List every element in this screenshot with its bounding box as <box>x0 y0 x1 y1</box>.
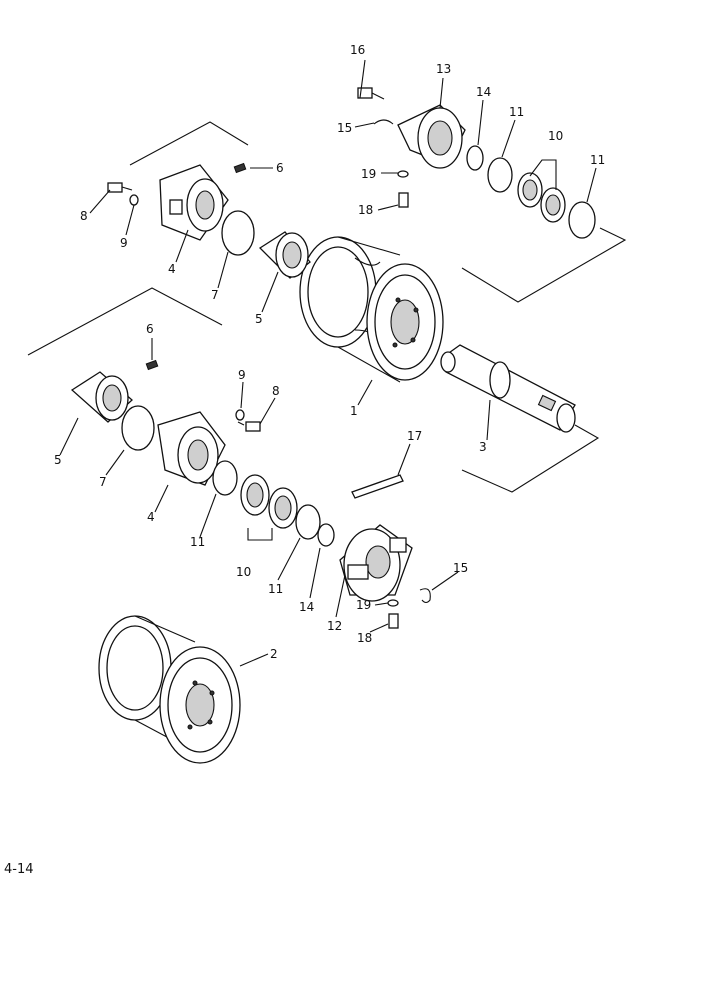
callout-11-lower-a: 11 <box>190 535 205 549</box>
callout-14-lower: 14 <box>299 600 314 614</box>
part-13-cover-upper <box>397 104 466 169</box>
part-19-washer-upper <box>397 170 409 178</box>
part-10-seal-upper <box>517 172 566 223</box>
part-16-bolt-upper <box>357 87 385 100</box>
callout-9-upper: 9 <box>120 236 128 250</box>
callout-8-lower: 8 <box>272 384 280 398</box>
callout-14-upper: 14 <box>476 85 491 99</box>
part-1-roller <box>299 236 444 383</box>
callout-6-lower: 6 <box>146 322 154 336</box>
part-11-ring-lower-a <box>212 460 238 496</box>
part-12-cover-lower <box>339 524 413 602</box>
part-10-seal-lower <box>240 474 298 529</box>
part-6-pin-upper <box>233 162 247 174</box>
part-11-ring-upper-a <box>487 157 513 193</box>
callout-13: 13 <box>436 62 451 76</box>
callout-4-upper: 4 <box>168 262 176 276</box>
callout-15-lower: 15 <box>453 561 468 575</box>
part-6-pin-lower <box>145 359 159 371</box>
callout-15-upper: 15 <box>337 121 352 135</box>
callout-5-lower: 5 <box>54 453 62 467</box>
callout-6-upper: 6 <box>276 161 284 175</box>
callout-11-upper-a: 11 <box>509 105 524 119</box>
part-15-clip-lower <box>419 588 431 604</box>
part-9-washer-lower <box>235 409 245 421</box>
part-14-ring-upper <box>466 145 484 171</box>
callout-17: 17 <box>407 429 422 443</box>
callout-2: 2 <box>270 647 278 661</box>
callout-19-upper: 19 <box>361 167 376 181</box>
page-label: 4-14 <box>4 862 34 877</box>
part-4-housing-lower <box>157 411 226 486</box>
callout-11-upper-b: 11 <box>590 153 605 167</box>
callout-18-lower: 18 <box>357 631 372 645</box>
part-14-ring-lower <box>317 523 335 547</box>
callout-11-lower-b: 11 <box>268 582 283 596</box>
group-bracket-lines <box>27 121 627 493</box>
callout-7-lower: 7 <box>99 475 107 489</box>
callout-10-lower: 10 <box>236 565 251 579</box>
part-18-bolt-lower <box>388 613 399 629</box>
callout-7-upper: 7 <box>211 288 219 302</box>
part-7-ring-upper <box>221 210 255 256</box>
callout-9-lower: 9 <box>238 368 246 382</box>
callout-8-upper: 8 <box>80 209 88 223</box>
part-4-housing-upper <box>159 164 229 241</box>
callout-10-upper: 10 <box>548 129 563 143</box>
part-5-bushing-upper <box>258 231 311 279</box>
part-11-ring-lower-b <box>295 504 321 540</box>
callout-12: 12 <box>327 619 342 633</box>
part-8-bolt-upper <box>107 182 133 193</box>
callout-16: 16 <box>350 43 365 57</box>
part-8-bolt-lower <box>237 421 261 432</box>
part-17-plate <box>351 474 404 499</box>
callout-labels: 6 8 9 4 7 5 16 15 13 19 18 14 11 10 11 1… <box>54 43 605 661</box>
callout-18-upper: 18 <box>358 203 373 217</box>
part-15-clip-upper <box>373 119 394 125</box>
part-11-ring-upper-b <box>568 201 596 239</box>
callout-4-lower: 4 <box>147 510 155 524</box>
part-7-ring-lower <box>121 405 155 451</box>
part-5-bushing-lower <box>70 371 133 423</box>
part-19-washer-lower <box>387 599 399 607</box>
callout-1: 1 <box>350 404 358 418</box>
leader-lines <box>59 59 597 667</box>
part-9-washer-upper <box>129 194 139 206</box>
part-2-roller <box>98 615 241 764</box>
callout-5-upper: 5 <box>255 312 263 326</box>
callout-19-lower: 19 <box>356 598 371 612</box>
part-18-bolt-upper <box>398 192 409 208</box>
part-3-shaft <box>440 344 576 433</box>
callout-3: 3 <box>479 440 487 454</box>
